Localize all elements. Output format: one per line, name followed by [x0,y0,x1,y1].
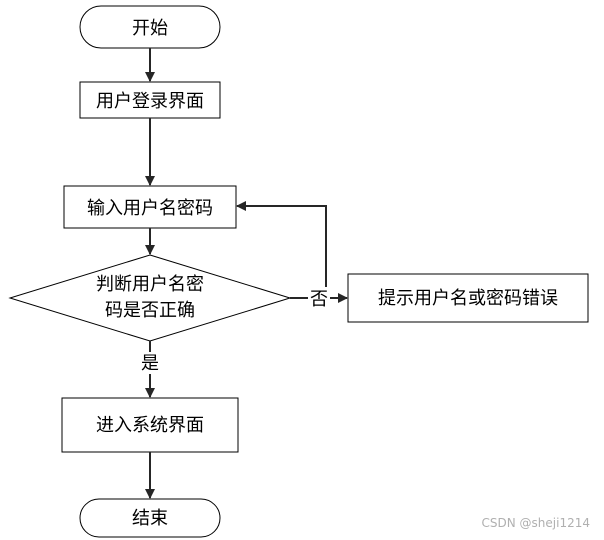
watermark: CSDN @sheji1214 [481,516,590,530]
decision-label-line2: 码是否正确 [105,300,195,321]
error-prompt-box: 提示用户名或密码错误 [347,273,589,323]
decision-label-line1: 判断用户名密 [96,274,204,295]
edge-label-no: 否 [310,289,328,310]
enter-system-box: 进入系统界面 [61,397,239,453]
login-page-label: 用户登录界面 [96,91,204,112]
login-page-box: 用户登录界面 [79,81,221,119]
start-terminal: 开始 [79,5,221,49]
input-credentials-box: 输入用户名密码 [63,185,237,229]
decision-diamond: 判断用户名密 码是否正确 [8,254,292,342]
edge-label-yes: 是 [141,353,159,374]
edge-loop-back-to-input [236,201,327,298]
end-terminal: 结束 [79,498,221,538]
end-label: 结束 [132,508,168,529]
error-prompt-label: 提示用户名或密码错误 [378,288,558,309]
enter-system-label: 进入系统界面 [96,415,204,436]
start-label: 开始 [132,18,168,39]
input-credentials-label: 输入用户名密码 [87,198,213,219]
